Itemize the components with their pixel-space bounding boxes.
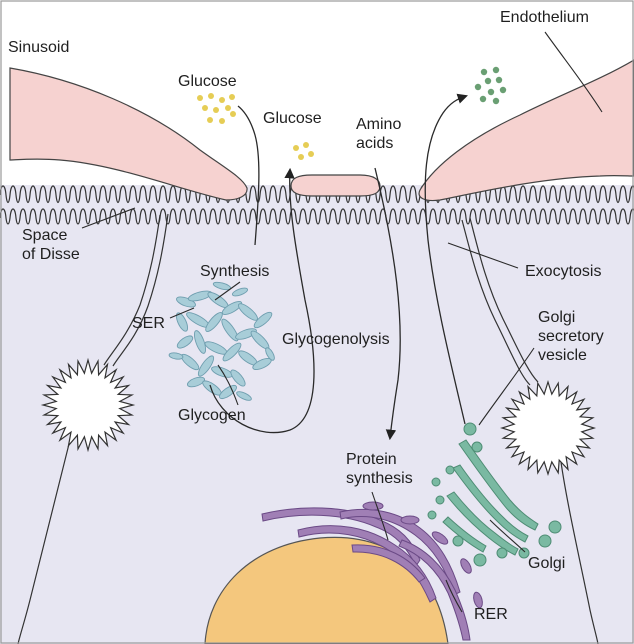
cell-border-left <box>103 214 161 366</box>
ser-tubule <box>231 287 249 297</box>
leader-golgi-vesicle <box>478 347 535 426</box>
amino-acid-dots <box>474 66 507 105</box>
ser-tubule <box>236 391 252 401</box>
cell-border-right <box>461 219 531 386</box>
amino-acid-uptake-curve <box>374 167 401 441</box>
label-space-of-disse: Space of Disse <box>22 227 80 263</box>
ser-tubule <box>222 342 242 362</box>
bile-canaliculus-left <box>40 357 136 453</box>
label-amino-acids: Amino acids <box>356 116 402 152</box>
ser-tubule <box>168 352 184 360</box>
ser-tubule <box>230 369 246 387</box>
exocytosis-curve <box>424 93 468 425</box>
hepatocyte-cytoplasm <box>0 185 634 644</box>
glucose-export-curve <box>237 105 260 246</box>
ser-tubule <box>221 318 239 342</box>
label-golgi-secretory-vesicle: Golgi secretory vesicle <box>538 309 604 364</box>
glycogenolysis-curve <box>209 167 315 434</box>
label-glucose-right: Glucose <box>263 110 322 127</box>
leader-glycogen <box>217 364 239 406</box>
label-protein-synthesis: Protein synthesis <box>346 451 413 487</box>
leader-ser <box>169 307 195 319</box>
label-glucose-left: Glucose <box>178 73 237 90</box>
endothelium-middle <box>290 174 381 197</box>
ser-tubule <box>176 335 194 349</box>
ser-tubule <box>197 355 215 377</box>
glucose-dots-right <box>293 142 314 160</box>
label-golgi: Golgi <box>528 555 566 572</box>
ser-tubule <box>193 330 207 354</box>
label-glycogen: Glycogen <box>178 407 246 424</box>
bile-canaliculus-right <box>499 379 597 477</box>
endothelium-right <box>418 59 634 202</box>
ser-tubule <box>186 376 206 388</box>
cell-border-left-low <box>17 439 71 644</box>
leader-protein-synthesis <box>371 491 389 541</box>
label-endothelium: Endothelium <box>500 9 589 26</box>
rough-endoplasmic-reticulum <box>261 501 483 641</box>
label-ser: SER <box>132 315 165 332</box>
leader-synthesis <box>214 281 241 301</box>
cell-border-left-2 <box>112 213 169 367</box>
golgi-apparatus <box>427 422 562 567</box>
label-rer: RER <box>474 606 508 623</box>
cell-border-right-low <box>559 454 599 644</box>
ser-tubule <box>205 312 223 332</box>
leader-rer <box>445 579 463 613</box>
ser-tubule <box>175 312 189 332</box>
label-glycogenolysis: Glycogenolysis <box>282 331 390 348</box>
glucose-dots-left <box>197 93 236 124</box>
ser-tubule <box>176 296 196 308</box>
leader-golgi <box>489 519 526 553</box>
leader-space-of-disse <box>81 207 136 229</box>
label-sinusoid: Sinusoid <box>8 39 70 56</box>
ser-tubule <box>253 311 273 329</box>
label-synthesis: Synthesis <box>200 263 270 280</box>
label-exocytosis: Exocytosis <box>525 263 602 280</box>
microvilli-cell-surface <box>0 208 634 225</box>
ser-tubule <box>219 384 237 400</box>
leader-endothelium <box>544 31 603 113</box>
leader-exocytosis <box>447 242 519 269</box>
smooth-endoplasmic-reticulum <box>168 281 275 401</box>
ser-tubule <box>265 347 275 361</box>
endothelium-left <box>9 67 248 201</box>
cell-border-right-2 <box>469 217 539 383</box>
